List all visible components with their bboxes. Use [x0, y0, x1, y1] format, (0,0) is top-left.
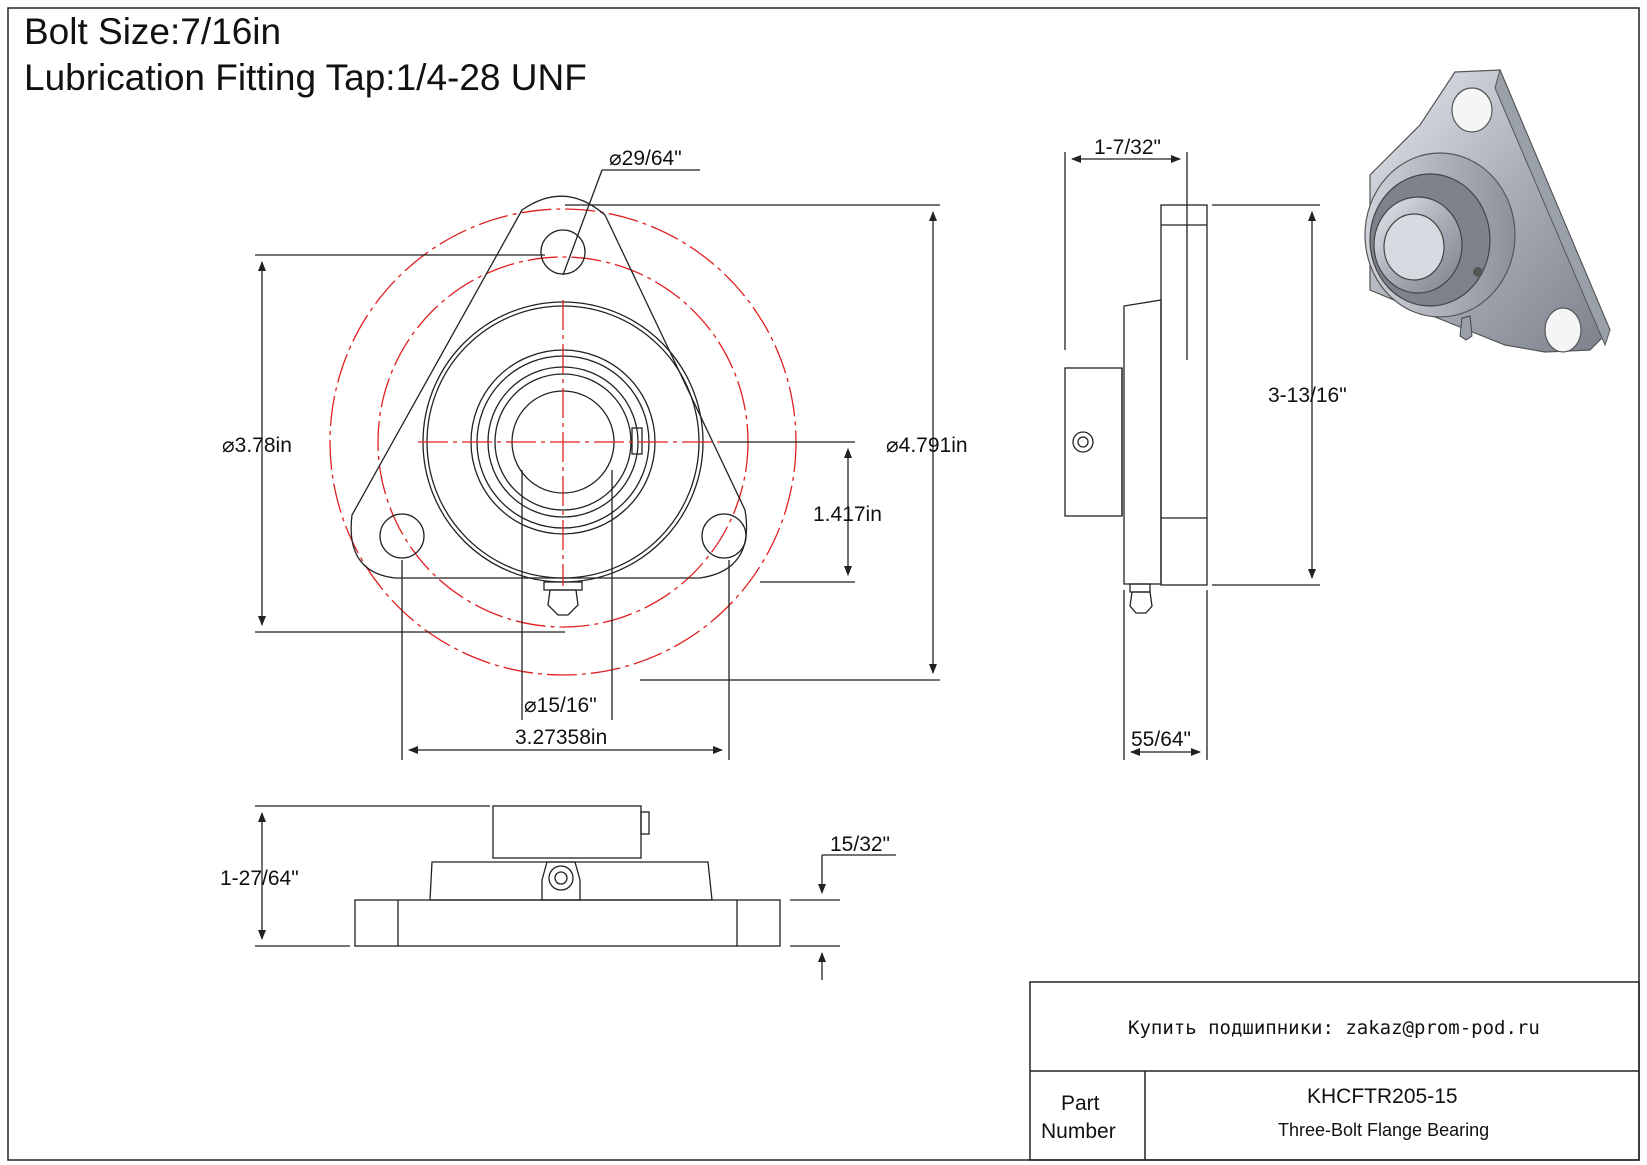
housing-side — [1123, 299, 1162, 585]
iso-bolt-hole-top — [1451, 87, 1493, 133]
dim-center-height: 1.417in — [813, 503, 882, 526]
set-screw-side — [1072, 431, 1094, 453]
iso-bolt-hole-bottom — [1544, 307, 1582, 353]
set-screw-bottom — [640, 811, 650, 835]
set-screw — [631, 427, 643, 455]
contact-text: Купить подшипники: zakaz@prom-pod.ru — [1128, 1017, 1540, 1039]
grease-fitting-bottom — [548, 865, 574, 891]
iso-set-screw — [1473, 267, 1483, 277]
collar-bottom — [492, 805, 642, 859]
iso-flange-edge — [1494, 68, 1611, 347]
bolt-hole-right — [701, 513, 747, 559]
dim-side-width-top: 1-7/32" — [1094, 136, 1161, 159]
fitting-boss — [541, 861, 581, 901]
iso-bore — [1383, 213, 1445, 281]
set-screw-socket — [1077, 436, 1089, 448]
dim-side-width-bottom: 55/64" — [1131, 728, 1191, 751]
side-view — [1064, 152, 1320, 760]
hole-leader — [562, 169, 603, 276]
part-description: Three-Bolt Flange Bearing — [1278, 1120, 1489, 1140]
grease-fitting-center — [554, 871, 568, 885]
bolt-hole-left — [379, 513, 425, 559]
housing-bottom — [429, 861, 713, 901]
fitting-tap-note: Lubrication Fitting Tap:1/4-28 UNF — [24, 57, 587, 98]
bottom-view — [255, 805, 896, 980]
flange-side — [1160, 204, 1208, 586]
part-label-line2: Number — [1041, 1120, 1116, 1143]
isometric-view — [1364, 68, 1611, 353]
grease-fitting-side — [1129, 591, 1153, 614]
bolt-hole-top — [540, 229, 586, 275]
dim-bore-dia: ⌀15/16" — [524, 694, 597, 717]
iso-grease-fitting — [1459, 315, 1473, 341]
part-label-line1: Part — [1061, 1092, 1100, 1115]
dim-bolt-circle-small: ⌀3.78in — [222, 434, 292, 457]
dim-hole-spacing: 3.27358in — [515, 726, 607, 749]
dim-side-height: 3-13/16" — [1268, 384, 1347, 407]
front-view — [255, 169, 940, 760]
page-border — [7, 7, 1640, 1161]
dim-hole-dia: ⌀29/64" — [609, 147, 682, 170]
bolt-size-note: Bolt Size:7/16in — [24, 11, 282, 52]
title-block — [1029, 981, 1640, 1161]
flange-bottom — [354, 899, 781, 947]
dim-flange-thickness: 15/32" — [830, 833, 890, 856]
dim-front-height: 1-27/64" — [220, 867, 299, 890]
grease-fitting-side-base — [1129, 583, 1151, 593]
part-number: KHCFTR205-15 — [1307, 1085, 1458, 1108]
dim-bolt-circle-large: ⌀4.791in — [886, 434, 968, 457]
grease-fitting-nipple — [547, 589, 579, 616]
flange-outline — [350, 195, 748, 579]
